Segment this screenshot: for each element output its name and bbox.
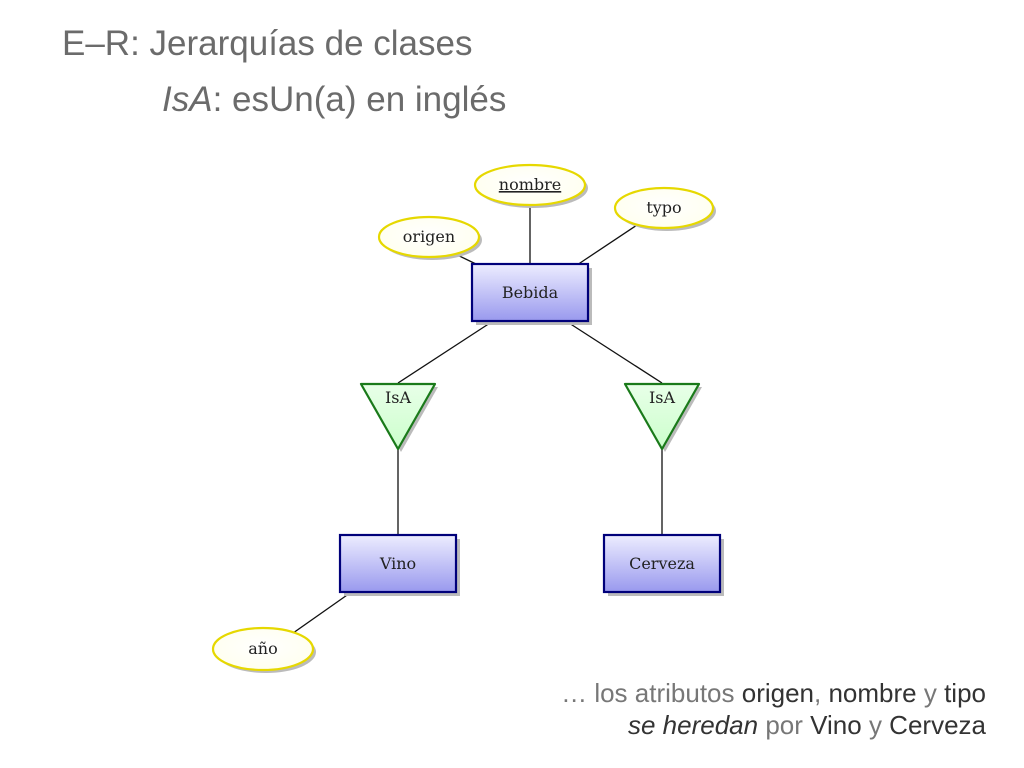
caption-por: por [758, 710, 811, 740]
attribute-typo-label: typo [646, 198, 681, 217]
title-isa-translation: : esUn(a) en inglés [212, 80, 507, 119]
slide-title-line-2: IsA: esUn(a) en inglés [162, 80, 506, 120]
caption-entity-cerveza: Cerveza [889, 710, 986, 740]
isa-right-label: IsA [649, 388, 676, 407]
caption-attr-origen: origen [741, 678, 815, 708]
caption-line-1: … los atributos origen, nombre y tipo [561, 677, 986, 709]
line-bebida-isa-left [397, 322, 491, 384]
caption-se-heredan: se heredan [628, 710, 759, 740]
attribute-nombre-label: nombre [499, 175, 561, 194]
entity-bebida: Bebida [470, 262, 592, 325]
attribute-origen: origen [377, 215, 482, 260]
attribute-anio-label: año [248, 639, 277, 658]
line-vino-anio [285, 592, 351, 639]
attribute-nombre: nombre [473, 163, 588, 208]
caption-prefix: … los atributos [561, 678, 742, 708]
entity-bebida-label: Bebida [502, 283, 559, 302]
attribute-origen-label: origen [403, 227, 455, 246]
isa-triangle-left: IsA [359, 382, 438, 452]
isa-triangle-right: IsA [623, 382, 702, 452]
title-isa-term: IsA [162, 80, 213, 119]
isa-left-label: IsA [385, 388, 412, 407]
caption-y: y [861, 710, 890, 740]
caption-line-2: se heredan por Vino y Cerveza [561, 709, 986, 741]
entity-vino-label: Vino [379, 554, 416, 573]
caption-entity-vino: Vino [810, 710, 862, 740]
caption-attr-tipo: tipo [944, 678, 986, 708]
line-bebida-isa-right [568, 322, 663, 384]
slide-title-line-1: E–R: Jerarquías de clases [62, 24, 473, 63]
attribute-typo: typo [613, 186, 716, 231]
entity-cerveza: Cerveza [602, 533, 724, 596]
caption-sep-2: y [916, 678, 945, 708]
attribute-anio: año [211, 626, 316, 673]
entity-cerveza-label: Cerveza [629, 554, 695, 573]
caption-sep-1: , [814, 678, 829, 708]
caption-attr-nombre: nombre [828, 678, 917, 708]
inheritance-caption: … los atributos origen, nombre y tipo se… [561, 677, 986, 741]
line-typo-bebida [576, 224, 638, 266]
entity-vino: Vino [338, 533, 460, 596]
